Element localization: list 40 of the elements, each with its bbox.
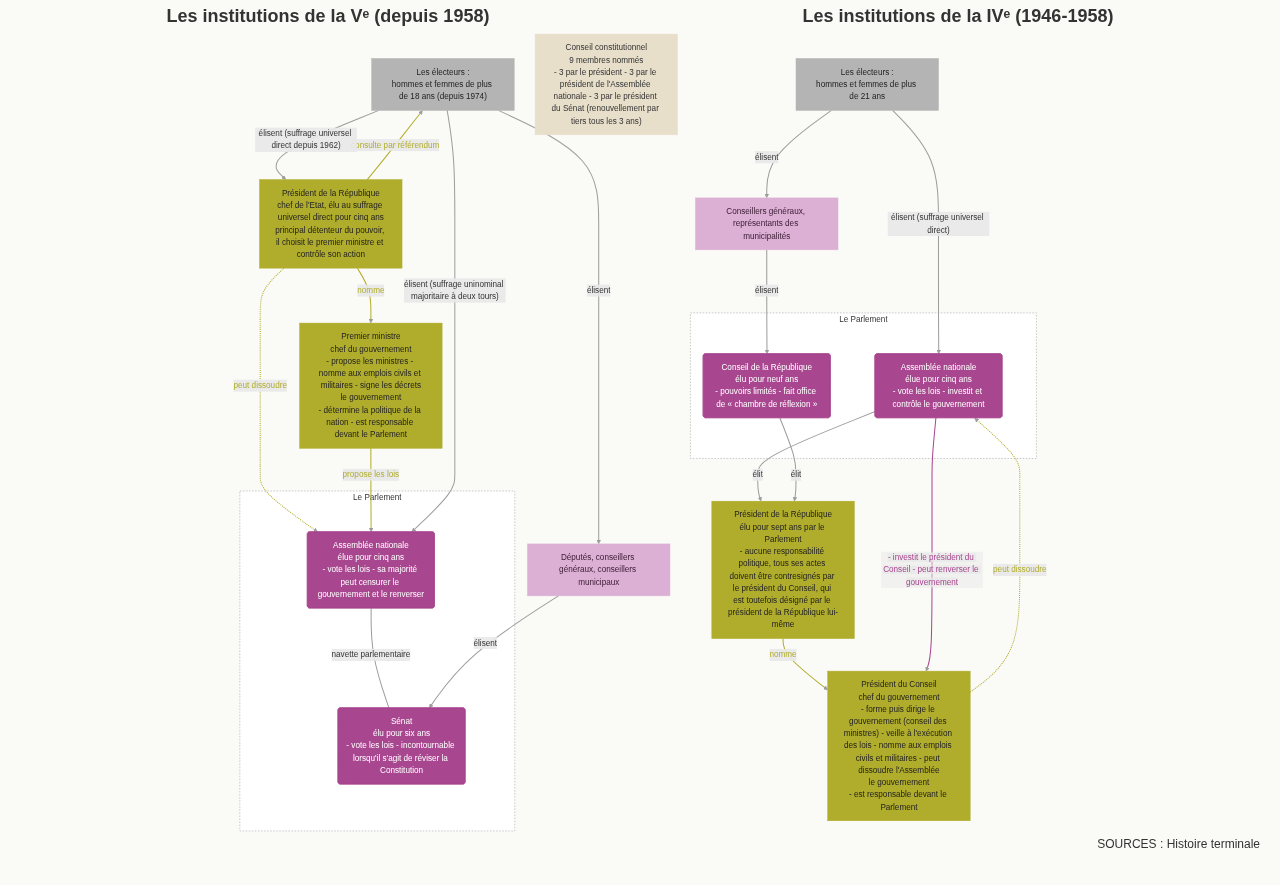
edge-label: - investit le président du Conseil - peut renverser le gouvernement <box>883 552 979 586</box>
edge-label: élisent (suffrage universel direct depuis 1962) <box>258 128 352 150</box>
edge-label: élisent <box>473 637 498 647</box>
edge-label: élit <box>790 469 802 479</box>
node-box: Président de la République élu pour sept ans par le Parlement - aucune responsabilité politique, tous ses actes doivent être contresignés par le président du Conseil, qui est toutefois désigné par le président de la République lui-même <box>711 500 855 639</box>
edge-label: peut dissoudre <box>233 380 287 390</box>
edge-label: élisent <box>586 285 611 295</box>
arrow <box>892 109 941 354</box>
arrow <box>764 248 770 354</box>
source-note: SOURCES : Histoire terminale <box>1097 837 1260 851</box>
node-box: Conseil constitutionnel 9 membres nommés - 3 par le président - 3 par le président de l'Assemblée nationale - 3 par le président du Sénat (renouvellement par tiers tous les 3 ans) <box>534 33 678 135</box>
edge-label: peut dissoudre <box>993 564 1047 574</box>
edge-label: élisent <box>754 285 779 295</box>
arrow <box>969 417 1021 693</box>
arrow <box>368 447 374 532</box>
arrow <box>779 417 798 501</box>
node-box: Les électeurs : hommes et femmes de plus de 18 ans (depuis 1974) <box>371 57 515 111</box>
edge-label: propose les lois <box>342 469 400 479</box>
arrow <box>925 417 937 671</box>
section-heading: Les institutions de la Vᵉ (depuis 1958) <box>166 6 490 27</box>
section-heading: Les institutions de la IVᵉ (1946-1958) <box>802 6 1114 27</box>
connector <box>370 607 390 709</box>
edge-label: élit <box>752 469 763 479</box>
arrow <box>498 109 601 544</box>
node-box: Premier ministre chef du gouvernement - propose les ministres - nomme aux emplois civils et militaires - signe les décrets le gouvernement - détermine la politique de la nation - est responsable devant le Parlement <box>299 322 443 449</box>
edge-label: élisent (suffrage uninominal majoritaire à deux tours) <box>404 279 504 301</box>
edge-label: navette parlementaire <box>331 649 411 659</box>
arrow <box>757 410 876 501</box>
node-box: Président de la République chef de l'Etat, élu au suffrage universel direct pour cinq ans principal détenteur du pouvoir, il choisit le premier ministre et contrôle son action <box>259 178 403 268</box>
arrow <box>764 109 832 198</box>
node-box: Conseillers généraux, représentants des municipalités <box>695 197 839 250</box>
node-box: Président du Conseil chef du gouvernement - forme puis dirige le gouvernement (conseil des ministres) - veille à l'exécution des lois - nomme aux emplois civils et militaires - peut dissoudre l'Assemblée le gouvernement - est responsable devant le Parlement <box>827 670 971 821</box>
edge-label: élisent <box>754 152 779 161</box>
arrow <box>429 594 559 708</box>
arrow <box>411 109 456 532</box>
edge-label: nomme <box>357 285 385 295</box>
node-box: Députés, conseillers généraux, conseillers municipaux <box>527 543 671 596</box>
edge-label: élisent (suffrage universel direct) <box>891 212 984 234</box>
node-box: Les électeurs : hommes et femmes de plus de 21 ans <box>795 57 939 111</box>
edge-label: nomme <box>769 649 797 659</box>
